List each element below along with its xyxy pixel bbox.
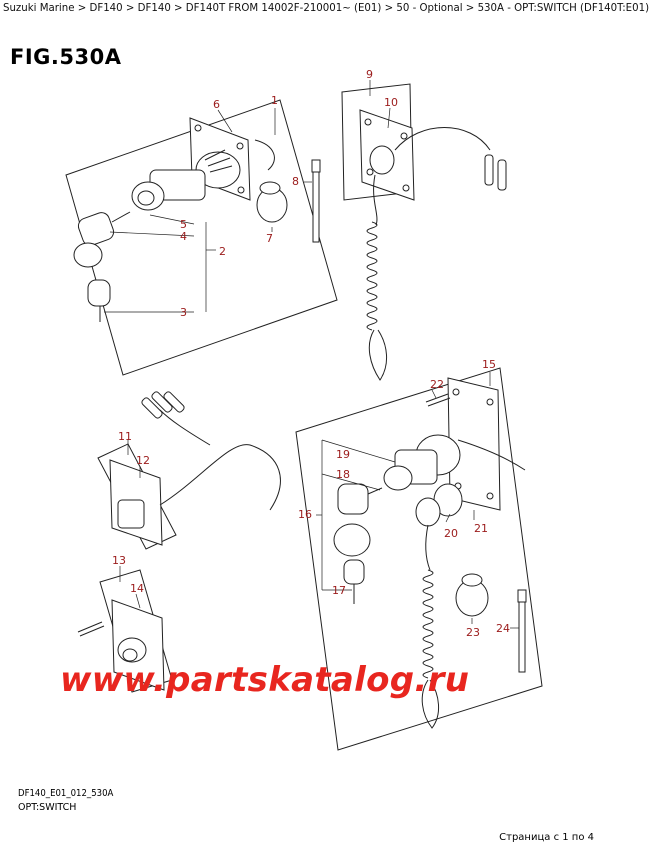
callout-18: 18: [336, 468, 350, 481]
callout-24: 24: [496, 622, 510, 635]
breadcrumb: Suzuki Marine > DF140 > DF140 > DF140T F…: [3, 3, 649, 14]
figure-title: FIG.530A: [10, 45, 122, 69]
callout-6: 6: [213, 98, 220, 111]
callout-2: 2: [219, 245, 226, 258]
callout-17: 17: [332, 584, 346, 597]
callout-11: 11: [118, 430, 132, 443]
callout-21: 21: [474, 522, 488, 535]
watermark: www.partskatalog.ru: [60, 660, 470, 700]
callout-9: 9: [366, 68, 373, 81]
panel-switch-group: [97, 391, 281, 550]
callout-22: 22: [430, 378, 444, 391]
callout-19: 19: [336, 448, 350, 461]
callout-3: 3: [180, 306, 187, 319]
callout-7: 7: [266, 232, 273, 245]
callout-8: 8: [292, 175, 299, 188]
callout-10: 10: [384, 96, 398, 109]
callout-14: 14: [130, 582, 144, 595]
tie-strap-8: [311, 159, 321, 243]
key-switch-body: [131, 149, 241, 211]
callout-1: 1: [271, 94, 278, 107]
diagram-caption: OPT:SWITCH: [18, 802, 77, 813]
callout-5: 5: [180, 218, 187, 231]
lanyard-switch-group: [341, 80, 507, 381]
callout-4: 4: [180, 230, 187, 243]
parts-diagram: 1 2 3 4 5 6 7 8 9 10 11 12 13 14 15 16 1…: [65, 68, 543, 751]
small-switch-group: [77, 566, 173, 693]
callout-20: 20: [444, 527, 458, 540]
callout-12: 12: [136, 454, 150, 467]
callout-23: 23: [466, 626, 480, 639]
diagram-code: DF140_E01_012_530A: [18, 788, 114, 799]
key-assembly: [73, 211, 131, 322]
group-box-15: [295, 367, 543, 751]
callout-13: 13: [112, 554, 126, 567]
switch-cover-7: [256, 181, 288, 223]
leaders-group-1: [104, 108, 312, 313]
page-indicator: Страница с 1 по 4: [499, 832, 594, 843]
callout-labels: 1 2 3 4 5 6 7 8 9 10 11 12 13 14 15 16 1…: [112, 68, 510, 639]
callout-16: 16: [298, 508, 312, 521]
callout-15: 15: [482, 358, 496, 371]
